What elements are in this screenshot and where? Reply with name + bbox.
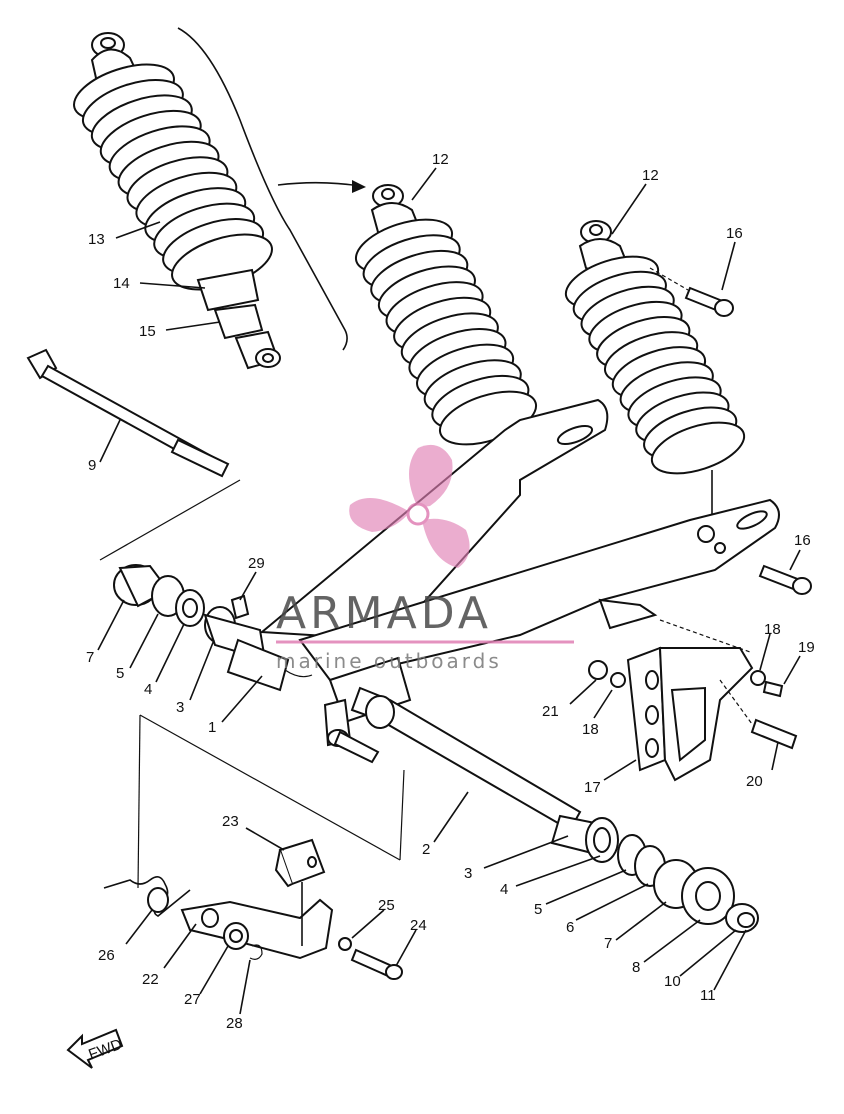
callout-10: 10: [664, 973, 681, 990]
callout-13: 13: [88, 231, 105, 248]
callout-11: 11: [700, 987, 716, 1004]
watermark-tagline: marine outboards: [276, 649, 502, 673]
callout-29: 29: [248, 555, 265, 572]
callout-23: 23: [222, 813, 239, 830]
callout-16-lower: 16: [794, 532, 811, 549]
callout-18-upper: 18: [764, 621, 781, 638]
callout-7-left: 7: [86, 649, 94, 666]
callout-7-right: 7: [604, 935, 612, 952]
callout-14: 14: [113, 275, 130, 292]
leader-dashed-9: [99, 479, 241, 561]
callout-4-left: 4: [144, 681, 152, 698]
grease-nipple-29: [230, 594, 250, 620]
callout-20: 20: [746, 773, 763, 790]
callout-5-right: 5: [534, 901, 542, 918]
shock-absorber-12-left: [354, 184, 538, 446]
spring-coil: [650, 421, 746, 475]
shock-absorber-12-right: [564, 220, 746, 528]
callout-21: 21: [542, 703, 559, 720]
pivot-shaft-9: [26, 348, 230, 478]
callout-28: 28: [226, 1015, 243, 1032]
right-bearings: [550, 814, 759, 933]
callout-4-right: 4: [500, 881, 508, 898]
callout-16-upper: 16: [726, 225, 743, 242]
callout-27: 27: [184, 991, 201, 1008]
callout-19: 19: [798, 639, 815, 656]
callout-15: 15: [139, 323, 156, 340]
stopper-23: [274, 838, 326, 888]
watermark-brand: ARMADA: [276, 588, 492, 639]
reference-line: [399, 769, 405, 861]
callout-5-left: 5: [116, 665, 124, 682]
callout-6: 6: [566, 919, 574, 936]
leader-lines: [97, 167, 801, 1015]
callout-3-right: 3: [464, 865, 472, 882]
callout-22: 22: [142, 971, 159, 988]
reference-arrow: [177, 27, 348, 351]
callout-17: 17: [584, 779, 601, 796]
callout-24: 24: [410, 917, 427, 934]
spring-26: [103, 876, 191, 917]
reference-line: [139, 714, 401, 861]
callout-1: 1: [208, 719, 216, 736]
propeller-logo-icon: [349, 444, 470, 568]
pivot-shaft-2: [226, 638, 582, 832]
callout-2: 2: [422, 841, 430, 858]
callout-18-lower: 18: [582, 721, 599, 738]
reference-line: [137, 714, 141, 889]
callout-12-right: 12: [642, 167, 659, 184]
callout-25: 25: [378, 897, 395, 914]
callout-3-left: 3: [176, 699, 184, 716]
bolt-16-lower: [758, 564, 812, 595]
callout-12-middle: 12: [432, 151, 449, 168]
fwd-arrow-icon: FWD: [66, 1028, 124, 1069]
shock-absorber-13: [73, 32, 281, 370]
callout-labels: 13 14 15 12 12 16 16 9 29 7 5 4 3 1 18 1…: [86, 151, 815, 1032]
callout-8: 8: [632, 959, 640, 976]
chain-guard-bracket-17: [588, 646, 798, 782]
bolt-24: [338, 937, 403, 980]
callout-9: 9: [88, 457, 96, 474]
stand-bracket-22: [180, 898, 334, 960]
callout-26: 26: [98, 947, 115, 964]
armada-watermark: ARMADA marine outboards: [276, 444, 574, 673]
bolt-16-upper: [649, 267, 734, 317]
